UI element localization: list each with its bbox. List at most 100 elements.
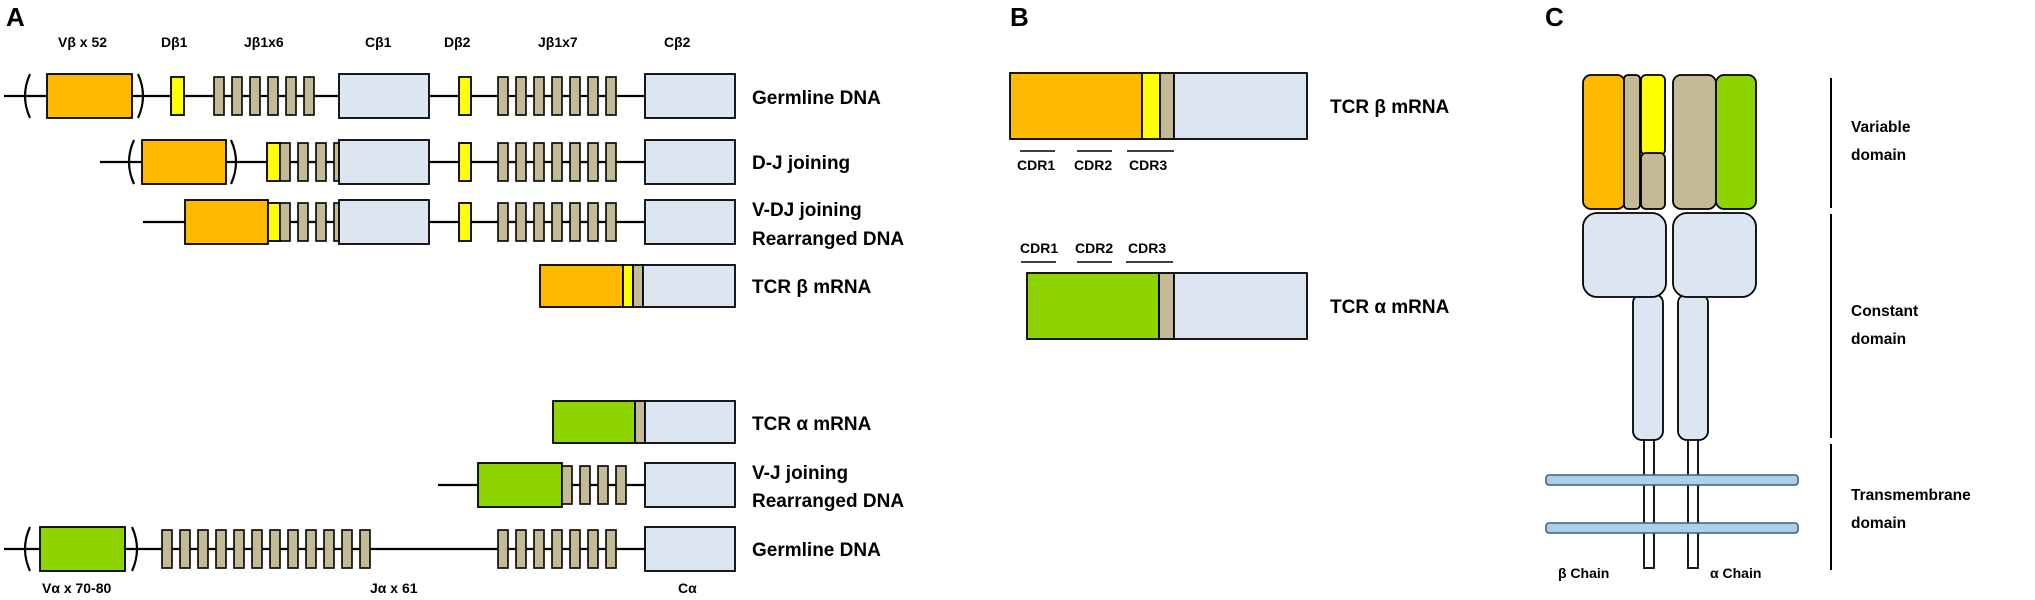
j-segment	[587, 202, 599, 242]
beta-dj-joining-row: D-J joining	[100, 139, 850, 185]
alpha-constant-stalk	[1677, 293, 1709, 441]
membrane-lower-leaflet	[1545, 522, 1799, 534]
cdr2-label: CDR2	[1074, 157, 1112, 173]
cdr2-label: CDR2	[1075, 240, 1113, 256]
j-segment	[297, 142, 309, 182]
v-alpha-segment	[477, 462, 563, 508]
label-v-beta: Vβ x 52	[58, 34, 107, 50]
j-segment	[359, 529, 371, 569]
j-segment	[315, 202, 327, 242]
d-beta2-segment	[458, 202, 472, 242]
j-segment	[533, 529, 545, 569]
alpha-constant-domain	[1672, 212, 1757, 298]
variable-domain-label-1: Variable	[1851, 119, 1911, 136]
label-tcr-alpha-mrna: TCR α mRNA	[1330, 297, 1450, 318]
row-label-line1: V-J joining	[752, 463, 848, 484]
panel-letter-b: B	[1010, 2, 1029, 32]
panel-b-beta-mrna: TCR β mRNA CDR1 CDR2 CDR3	[1009, 72, 1450, 173]
c-beta1-segment	[338, 139, 430, 185]
c-alpha-segment	[644, 526, 736, 572]
cdr3-label: CDR3	[1129, 157, 1167, 173]
j-segment	[551, 76, 563, 116]
c-beta2-segment	[644, 139, 736, 185]
j-segment	[497, 202, 509, 242]
row-label-line2: Rearranged DNA	[752, 491, 904, 512]
j-segment	[267, 76, 279, 116]
membrane-upper-leaflet	[1545, 474, 1799, 486]
panel-b-alpha-mrna: CDR1 CDR2 CDR3 TCR α mRNA	[1020, 240, 1450, 340]
label-c-beta1: Cβ1	[365, 34, 392, 50]
label-j-beta1-x6: Jβ1x6	[244, 34, 284, 50]
j-alpha-region	[1158, 272, 1175, 340]
row-label: TCR α mRNA	[752, 414, 872, 435]
j-segment	[533, 142, 545, 182]
j-segment	[605, 529, 617, 569]
label-beta-chain: β Chain	[1558, 565, 1609, 581]
tcr-protein	[1545, 74, 1799, 569]
j-segment	[269, 529, 281, 569]
j-segment	[297, 202, 309, 242]
constant-domain-label-1: Constant	[1851, 303, 1918, 320]
j-segment	[579, 465, 591, 505]
d-beta-segment	[266, 142, 281, 182]
j-segment	[303, 76, 315, 116]
j-segment	[605, 142, 617, 182]
variable-domain-label-2: domain	[1851, 147, 1906, 164]
j-segment	[161, 529, 173, 569]
j-beta-region	[1159, 72, 1175, 140]
c-beta-segment	[642, 264, 736, 308]
beta-mrna-row: TCR β mRNA	[539, 264, 872, 308]
c-alpha-segment	[644, 400, 736, 444]
j-segment	[179, 529, 191, 569]
j-segment	[251, 529, 263, 569]
j-segment	[569, 142, 581, 182]
d-beta-segment	[622, 264, 634, 308]
j-segment	[231, 76, 243, 116]
v-alpha-region	[1026, 272, 1160, 340]
j-segment	[515, 202, 527, 242]
label-j-beta1-x7: Jβ1x7	[538, 34, 578, 50]
c-alpha-segment	[644, 462, 736, 508]
beta-germline-row: Germline DNA	[4, 73, 881, 119]
label-j-alpha: Jα x 61	[370, 580, 418, 596]
j-alpha-segment	[634, 400, 646, 444]
j-segment	[587, 142, 599, 182]
panel-letter-a: A	[6, 2, 25, 32]
j-segment	[561, 465, 573, 505]
j-segment	[605, 76, 617, 116]
beta-j-lower-region	[1640, 152, 1666, 210]
j-segment	[551, 202, 563, 242]
j-alpha-cluster	[561, 465, 627, 505]
j-alpha-cluster-2	[497, 529, 617, 569]
c-beta2-segment	[644, 199, 736, 245]
c-beta-region	[1173, 72, 1308, 140]
v-beta-segment	[184, 199, 269, 245]
j-segment	[615, 465, 627, 505]
j-segment	[279, 142, 291, 182]
j-alpha-cluster-1	[161, 529, 371, 569]
bracket-close	[136, 73, 145, 119]
cdr1-label: CDR1	[1020, 240, 1058, 256]
j-segment	[315, 142, 327, 182]
transmembrane-domain-label-1: Transmembrane	[1851, 487, 1971, 504]
label-v-alpha: Vα x 70-80	[42, 580, 112, 596]
beta-j-region	[1623, 74, 1641, 210]
j-beta1-cluster	[213, 76, 315, 116]
v-beta-segment	[539, 264, 624, 308]
beta-constant-stalk	[1632, 293, 1664, 441]
cdr3-label: CDR3	[1128, 240, 1166, 256]
transmembrane-domain-label-2: domain	[1851, 515, 1906, 532]
row-label: D-J joining	[752, 153, 850, 174]
j-segment	[497, 529, 509, 569]
j-beta2-cluster	[497, 202, 617, 242]
v-alpha-segment	[552, 400, 636, 444]
bracket-open	[23, 73, 32, 119]
j-segment	[569, 529, 581, 569]
j-segment	[305, 529, 317, 569]
v-beta-segment	[46, 73, 133, 119]
j-segment	[515, 76, 527, 116]
label-d-beta2: Dβ2	[444, 34, 471, 50]
j-segment	[515, 142, 527, 182]
